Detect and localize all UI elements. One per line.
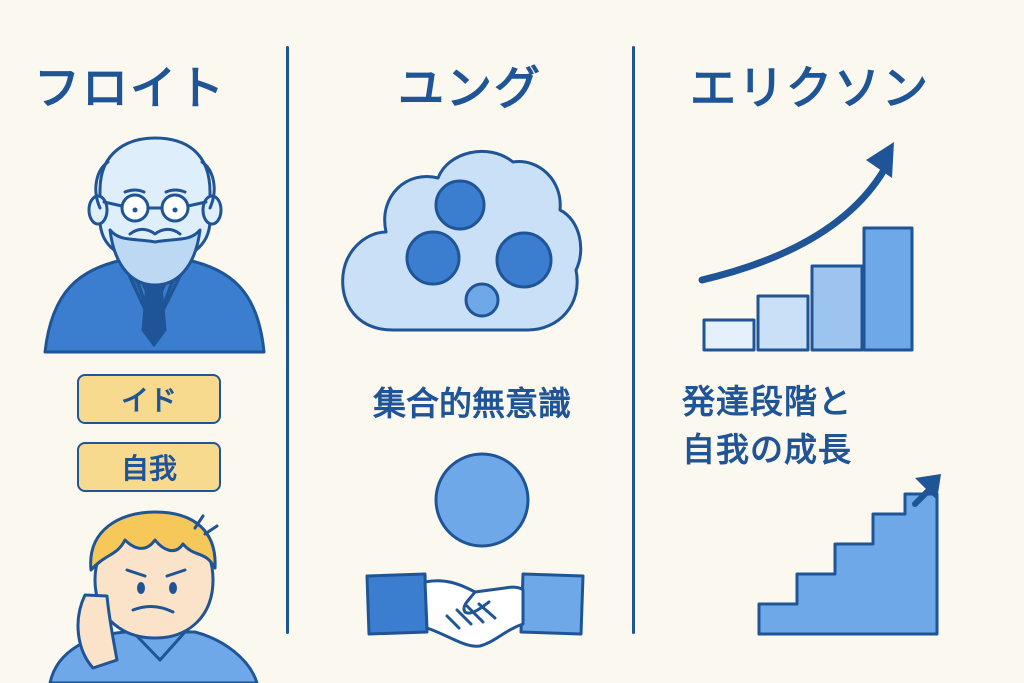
concept-line-2: 自我の成長: [682, 430, 852, 469]
column-divider-right: [632, 46, 635, 634]
title-freud: フロイト: [34, 61, 226, 115]
worried-person-icon: [48, 510, 259, 683]
freud-portrait-icon: [43, 136, 266, 354]
growth-bar-chart-icon: [698, 142, 914, 352]
tag-ego: 自我: [77, 442, 221, 492]
tag-id: イド: [77, 374, 221, 424]
concept-development-stages: 発達段階と 自我の成長: [682, 378, 852, 474]
concept-line-1: 発達段階と: [682, 382, 852, 421]
stairs-arrow-icon: [757, 474, 941, 636]
self-circle-icon: [434, 452, 530, 548]
title-jung: ユング: [398, 61, 542, 115]
collective-unconscious-cloud-icon: [341, 149, 583, 332]
title-erikson: エリクソン: [690, 61, 930, 115]
concept-collective-unconscious: 集合的無意識: [373, 384, 571, 423]
handshake-icon: [365, 572, 585, 648]
column-divider-left: [286, 46, 289, 634]
